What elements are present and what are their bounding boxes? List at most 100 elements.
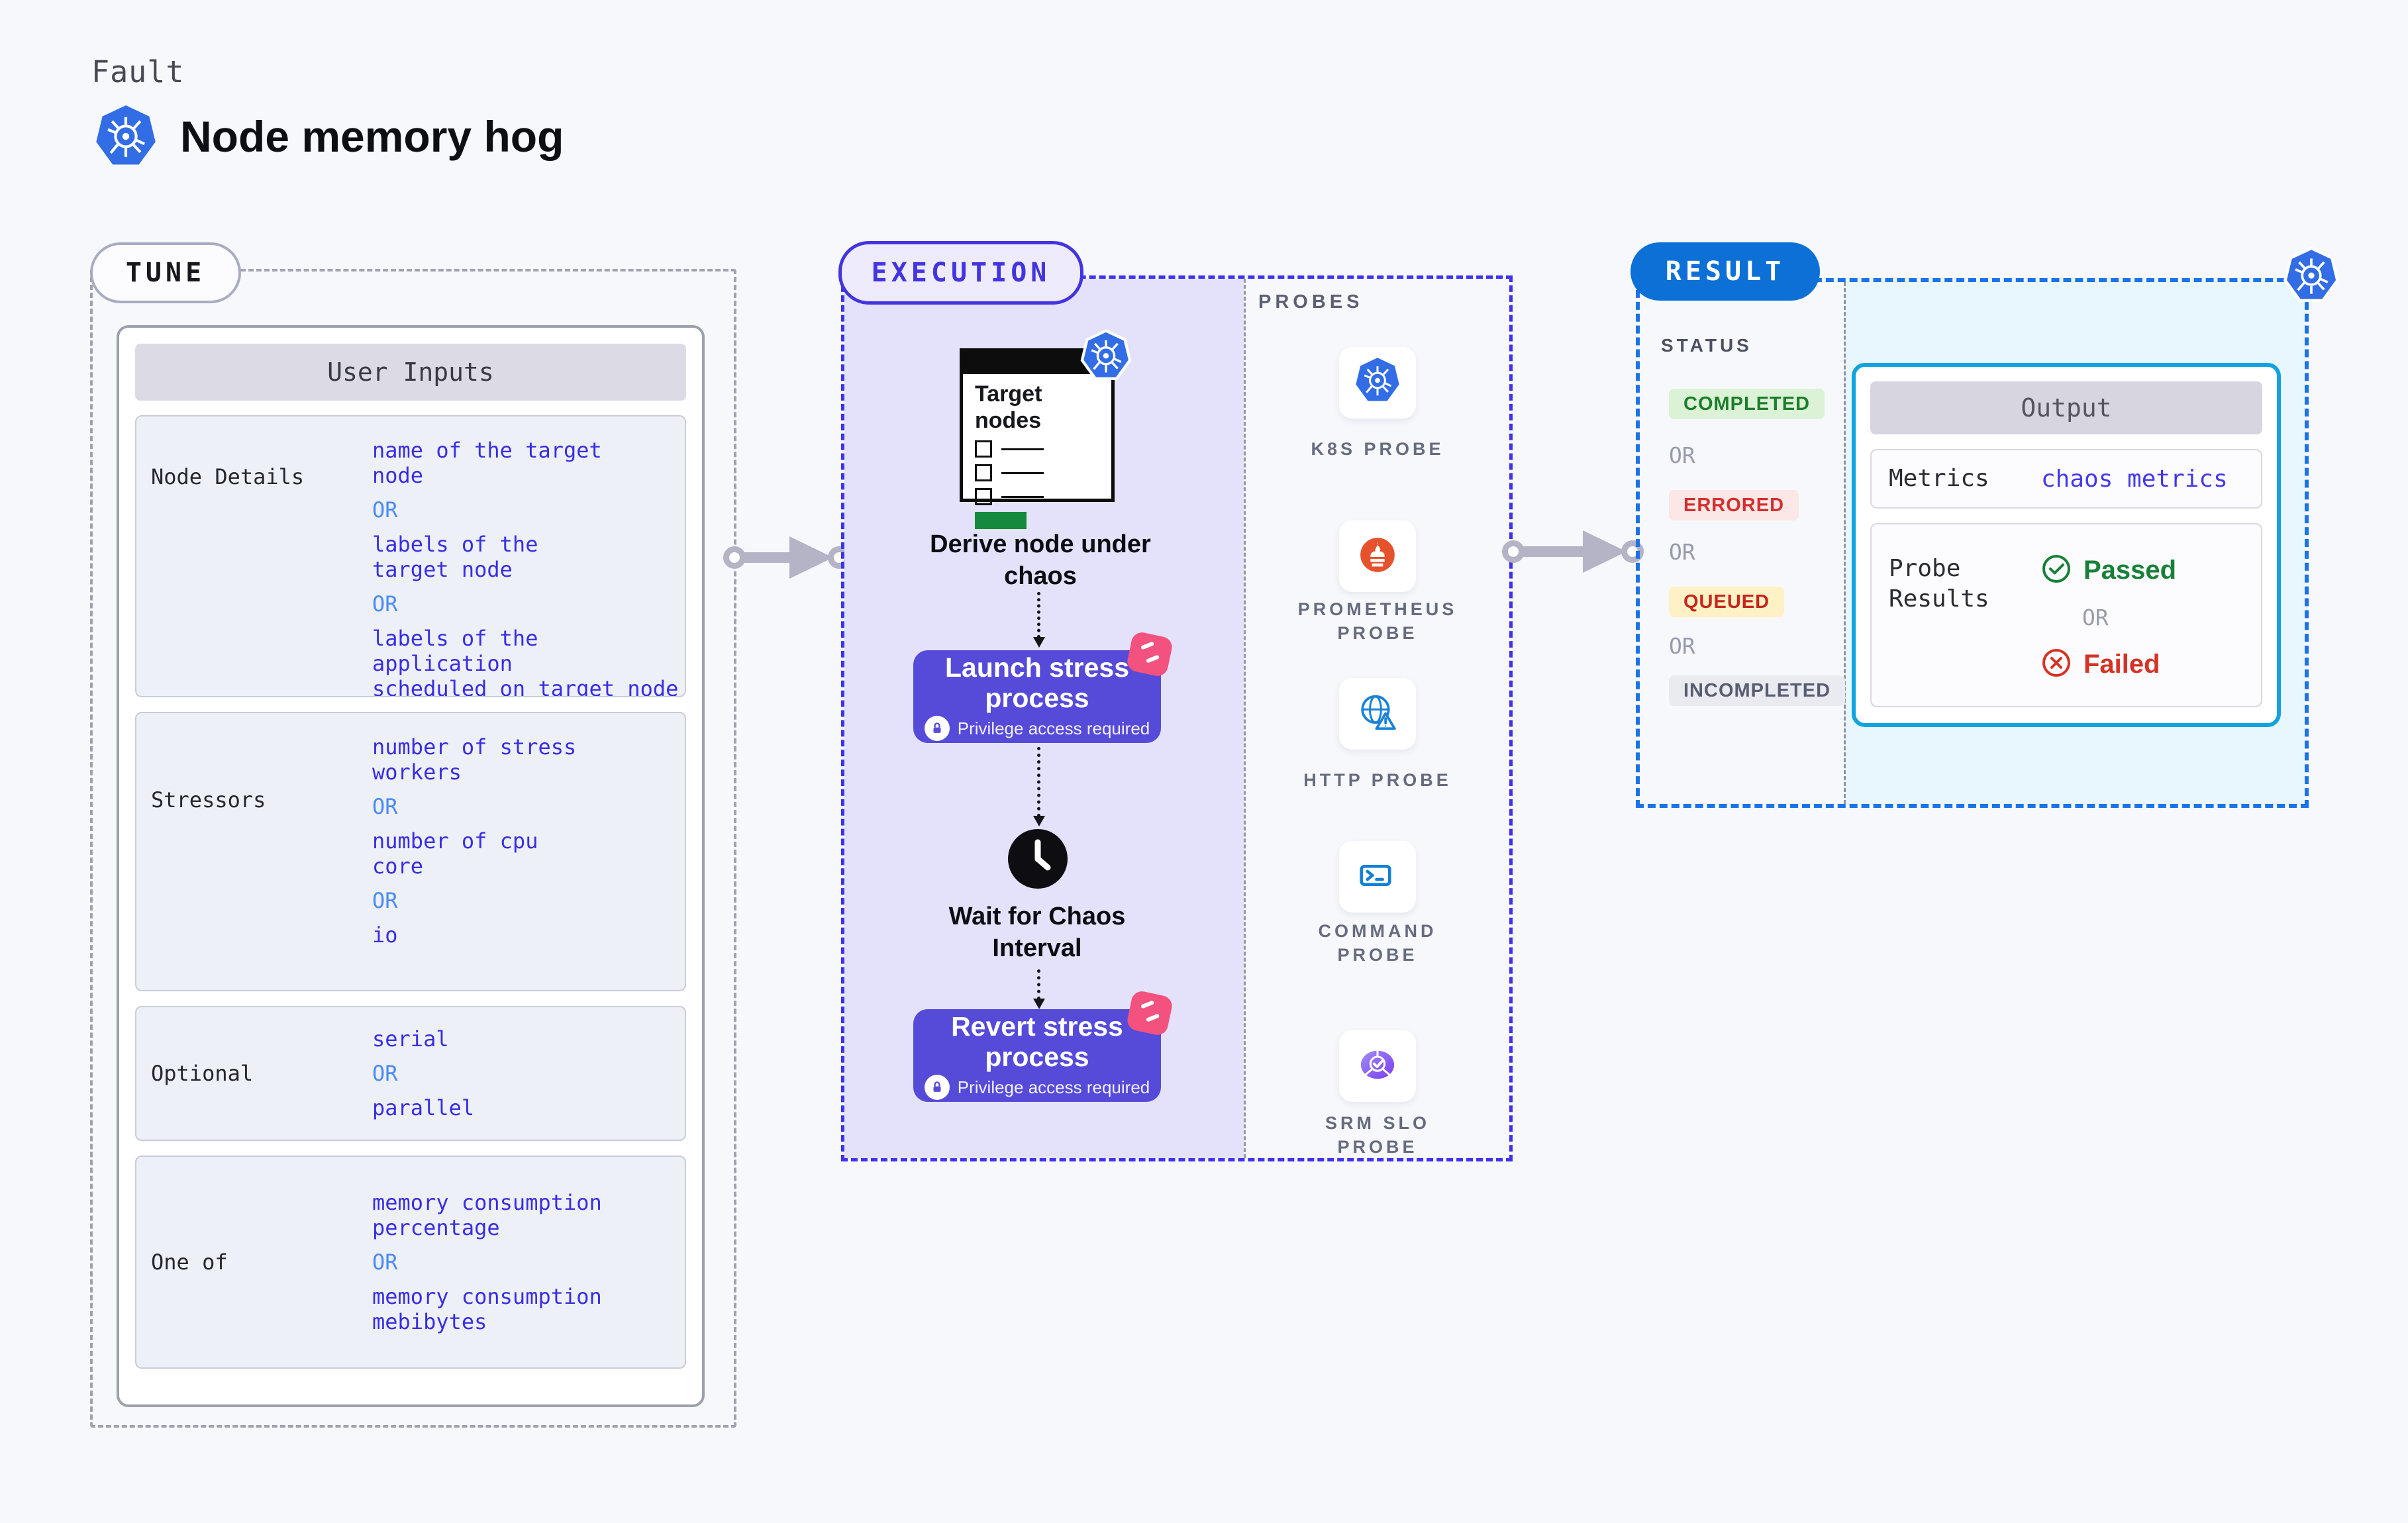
page-title: Node memory hog [180, 112, 564, 161]
or-separator: OR [372, 1061, 398, 1086]
input-row-node-details: Node Details name of the target node OR … [135, 415, 686, 697]
failed-x-icon [2041, 648, 2072, 681]
option-value: labels of the target node [372, 532, 538, 582]
passed-label: Passed [2083, 556, 2177, 585]
probe-results-label: Probe Results [1889, 555, 1989, 613]
prometheus-icon [1352, 530, 1403, 583]
flow-connector [1033, 592, 1045, 648]
privilege-note: Privilege access required [957, 1077, 1150, 1097]
or-separator: OR [372, 888, 398, 913]
target-nodes-title: Target nodes [975, 381, 1042, 433]
row-label: Optional [151, 1061, 254, 1086]
kubernetes-icon [2281, 246, 2342, 311]
tune-badge: TUNE [90, 242, 241, 303]
output-card: Output Metrics chaos metrics Probe Resul… [1852, 363, 2281, 727]
user-inputs-card: User Inputs Node Details name of the tar… [117, 325, 705, 1407]
probe-card-srm-slo [1339, 1030, 1416, 1102]
revert-stress-button[interactable]: Revert stress process Privilege access r… [913, 989, 1174, 1102]
step-wait-label: Wait for Chaos Interval [948, 903, 1126, 962]
checkbox-icon [975, 488, 992, 505]
launch-stress-button[interactable]: Launch stress process Privilege access r… [913, 630, 1174, 743]
status-badge-queued: QUEUED [1669, 587, 1785, 617]
probe-results-row: Probe Results Passed OR [1870, 523, 2262, 707]
checkbox-icon [975, 464, 992, 481]
probe-label-prometheus: PROMETHEUS PROBE [1297, 599, 1458, 643]
option-value: io [372, 922, 398, 948]
flow-arrow-execution-to-result [1502, 530, 1644, 573]
chaos-icon [1125, 989, 1174, 1037]
fault-kicker: Fault [91, 54, 185, 89]
probe-card-command [1339, 841, 1416, 912]
tune-panel [90, 269, 736, 1428]
option-value: serial [372, 1026, 449, 1052]
row-label: One of [151, 1250, 228, 1275]
lock-icon [924, 1075, 950, 1100]
http-globe-icon [1352, 687, 1403, 741]
input-row-optional: Optional serial OR parallel [135, 1006, 686, 1141]
kubernetes-icon [1352, 356, 1403, 410]
input-row-one-of: One of memory consumption percentage OR … [135, 1155, 686, 1369]
probe-label-http: HTTP PROBE [1303, 770, 1452, 790]
flow-arrow-tune-to-execution [723, 536, 850, 579]
chaos-icon [1125, 630, 1174, 678]
result-badge: RESULT [1630, 242, 1820, 301]
metrics-row: Metrics chaos metrics [1870, 449, 2262, 509]
revert-stress-label: Revert stress process [951, 1011, 1123, 1072]
target-nodes-card: Target nodes [960, 329, 1132, 529]
probe-card-prometheus [1339, 520, 1416, 592]
passed-check-icon [2041, 554, 2072, 587]
option-value: number of cpu core [372, 828, 538, 879]
option-value: number of stress workers [372, 734, 577, 785]
or-separator: OR [2082, 605, 2109, 630]
user-inputs-header: User Inputs [135, 344, 686, 401]
lock-icon [924, 716, 950, 741]
or-separator: OR [1669, 539, 1695, 565]
step-derive-label: Derive node under chaos [930, 530, 1151, 590]
or-separator: OR [372, 1250, 398, 1275]
node-checklist-row [975, 488, 1099, 505]
probe-card-k8s [1339, 347, 1416, 418]
input-row-stressors: Stressors number of stress workers OR nu… [135, 712, 686, 991]
probes-divider [1244, 279, 1246, 1158]
slo-gauge-icon [1352, 1040, 1403, 1093]
probe-label-command: COMMAND PROBE [1318, 921, 1437, 965]
status-badge-errored: ERRORED [1669, 490, 1799, 520]
output-header: Output [1870, 381, 2262, 434]
or-separator: OR [372, 591, 398, 616]
probe-card-http [1339, 678, 1416, 750]
or-separator: OR [372, 497, 398, 522]
result-divider [1844, 282, 1846, 804]
progress-bar [975, 512, 1027, 529]
metrics-label: Metrics [1889, 465, 1989, 492]
option-value: memory consumption mebibytes [372, 1284, 602, 1334]
row-label: Node Details [151, 464, 305, 489]
probes-heading: PROBES [1258, 291, 1364, 313]
node-checklist-row [975, 464, 1099, 481]
option-value: memory consumption percentage [372, 1190, 602, 1240]
or-separator: OR [1669, 633, 1695, 659]
clock-icon [1007, 828, 1069, 893]
flow-connector [1033, 747, 1045, 826]
failed-label: Failed [2083, 650, 2160, 679]
status-badge-completed: COMPLETED [1669, 389, 1825, 419]
metrics-value: chaos metrics [2041, 465, 2228, 493]
flow-connector [1033, 969, 1045, 1009]
execution-badge: EXECUTION [838, 241, 1083, 305]
row-label: Stressors [151, 787, 266, 812]
option-value: name of the target node [372, 438, 602, 488]
probe-label-k8s: K8S PROBE [1311, 439, 1444, 459]
privilege-note: Privilege access required [957, 718, 1150, 738]
or-separator: OR [372, 794, 398, 819]
kubernetes-icon [1078, 329, 1134, 388]
terminal-icon [1352, 850, 1403, 904]
option-value: parallel [372, 1095, 475, 1120]
launch-stress-label: Launch stress process [945, 652, 1129, 713]
probe-label-srm-slo: SRM SLO PROBE [1325, 1113, 1430, 1157]
checkbox-icon [975, 440, 992, 458]
or-separator: OR [1669, 442, 1695, 468]
kubernetes-icon [91, 103, 160, 172]
option-value: labels of the application scheduled on t… [372, 626, 679, 697]
status-badge-incompleted: INCOMPLETED [1669, 675, 1846, 706]
node-checklist-row [975, 440, 1099, 458]
